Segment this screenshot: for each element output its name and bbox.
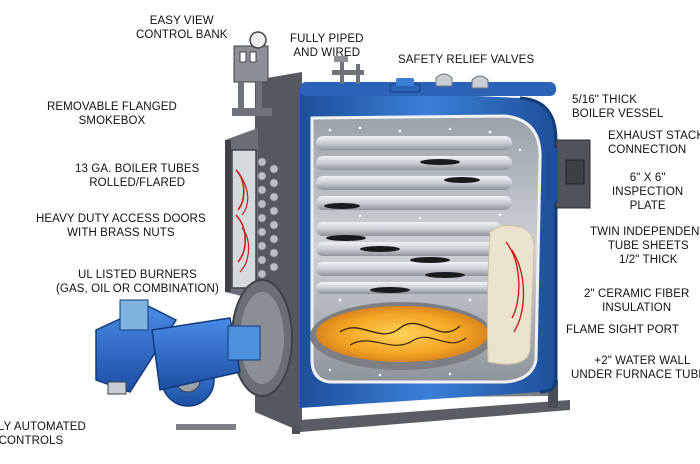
control-bank: [232, 31, 272, 116]
fire-tubes: [316, 136, 512, 294]
furnace: [310, 302, 494, 370]
label-ceramic-fiber: 2" CERAMIC FIBER INSULATION: [584, 288, 690, 314]
tube-openings: [324, 159, 480, 293]
burner: [95, 299, 261, 430]
label-automated-controls: FULLY AUTOMATED CONTROLS: [0, 421, 86, 447]
rear-insulation: [486, 225, 535, 365]
label-flame-port: FLAME SIGHT PORT: [566, 324, 680, 336]
smokebox: [231, 149, 279, 289]
label-tube-sheets: TWIN INDEPENDENT TUBE SHEETS 1/2" THICK: [590, 226, 700, 266]
top-fittings: [332, 56, 489, 93]
label-access-doors: HEAVY DUTY ACCESS DOORS WITH BRASS NUTS: [36, 213, 206, 239]
label-piped-wired: FULLY PIPED AND WIRED: [290, 33, 364, 59]
label-exhaust-stack: EXHAUST STACK CONNECTION: [608, 130, 700, 156]
label-inspection-plate: 6" x 6" INSPECTION PLATE: [612, 172, 684, 212]
label-water-wall: +2" WATER WALL UNDER FURNACE TUBES: [571, 355, 700, 381]
label-relief-valves: SAFETY RELIEF VALVES: [398, 54, 535, 66]
label-burners: UL LISTED BURNERS (GAS, OIL OR COMBINATI…: [56, 269, 219, 295]
label-boiler-tubes: 13 GA. BOILER TUBES ROLLED/FLARED: [75, 163, 200, 189]
label-smokebox: REMOVABLE FLANGED SMOKEBOX: [47, 101, 177, 127]
burner-door: [231, 279, 293, 397]
label-boiler-vessel: 5/16" THICK BOILER VESSEL: [572, 94, 664, 120]
boiler-interior: [310, 114, 542, 384]
exhaust-stack: [548, 139, 591, 209]
label-control-bank: EASY VIEW CONTROL BANK: [136, 15, 228, 41]
